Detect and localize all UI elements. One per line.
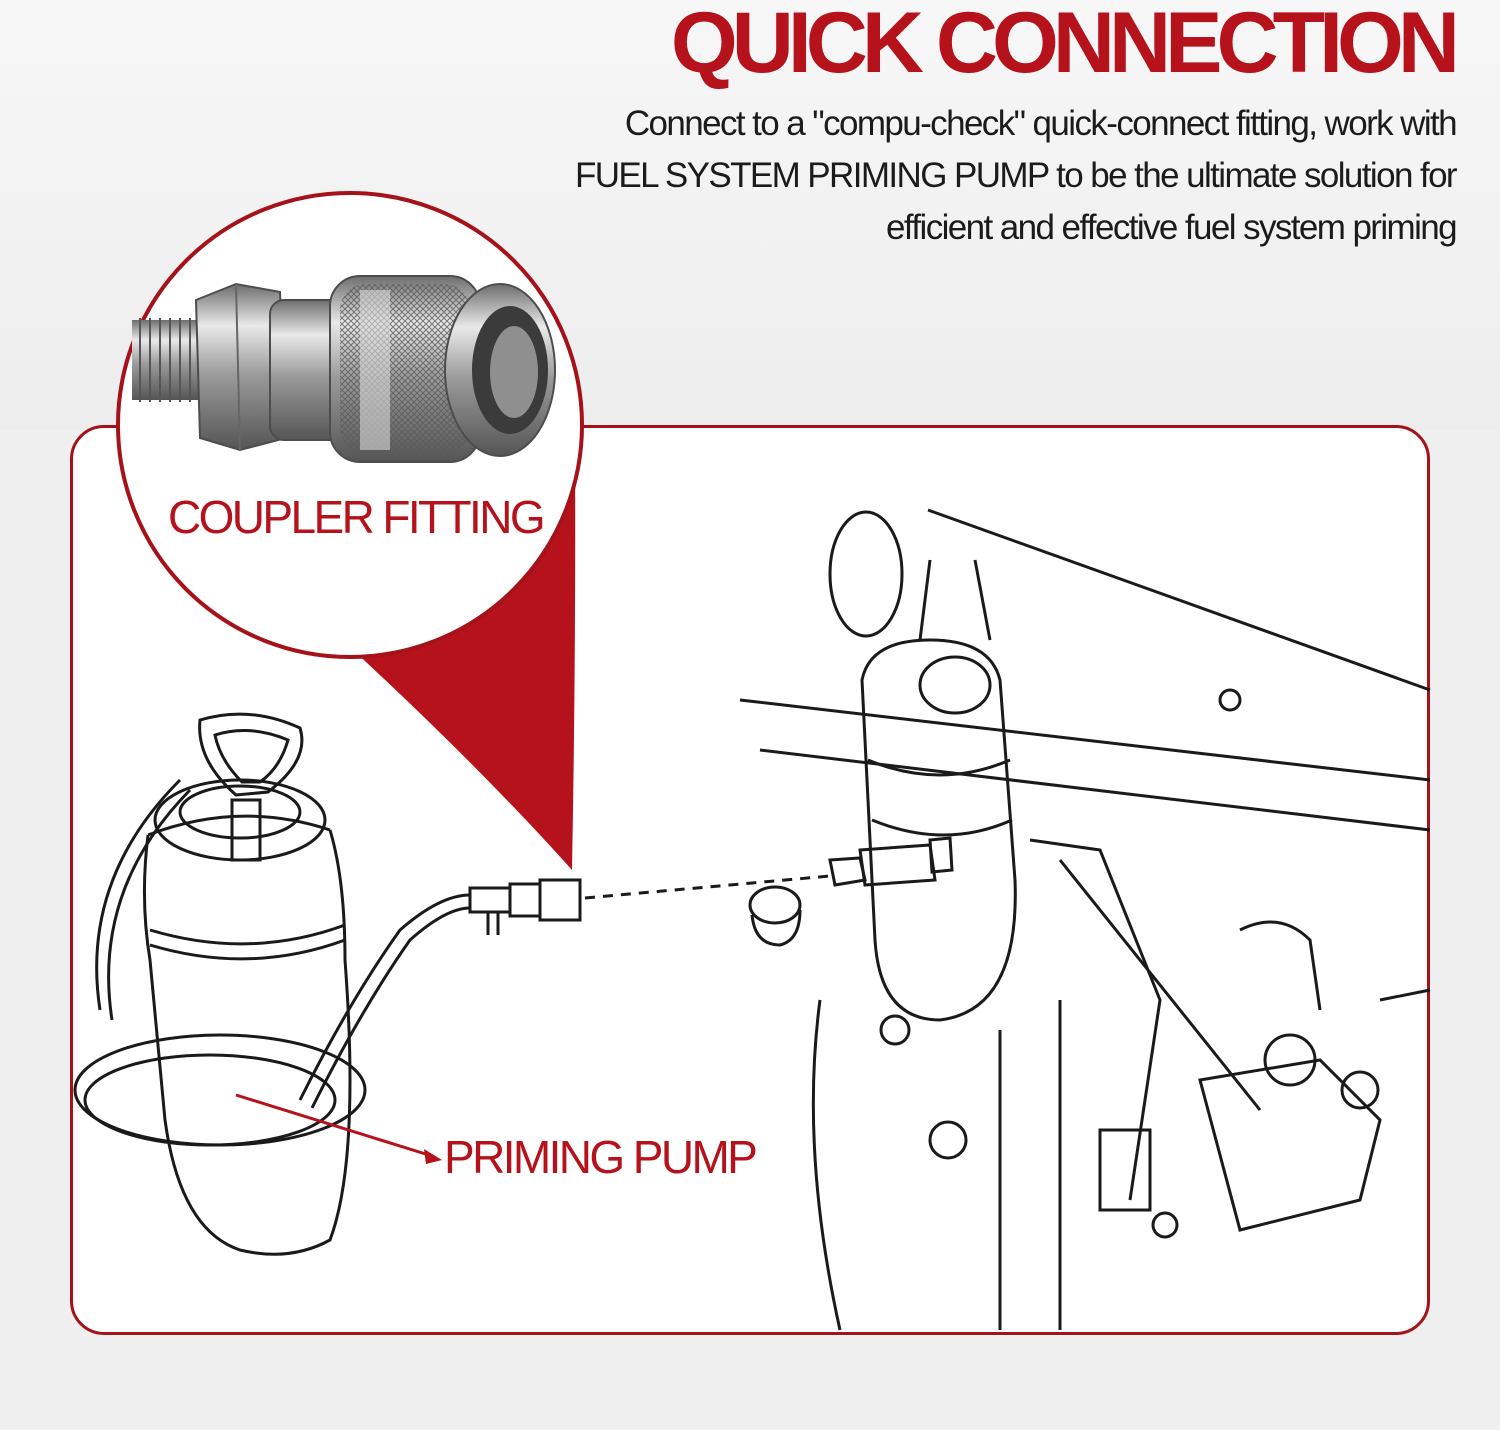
description-line-1: Connect to a "compu-check" quick-connect… [624, 104, 1458, 143]
pump-pointer-arrow [235, 1093, 442, 1164]
coupler-fitting-image [132, 275, 556, 463]
priming-pump-drawing [73, 712, 582, 1256]
coupler-fitting-label: COUPLER FITTING [168, 491, 546, 543]
connection-dashed-line [584, 874, 831, 900]
page-title: QUICK CONNECTION [670, 0, 1460, 91]
engine-drawing [739, 508, 1431, 1331]
description-line-2: FUEL SYSTEM PRIMING PUMP to be the ultim… [574, 156, 1458, 195]
description: Connect to a "compu-check" quick-connect… [456, 98, 1458, 254]
description-line-3: efficient and effective fuel system prim… [886, 208, 1458, 247]
priming-pump-label: PRIMING PUMP [444, 1131, 758, 1183]
